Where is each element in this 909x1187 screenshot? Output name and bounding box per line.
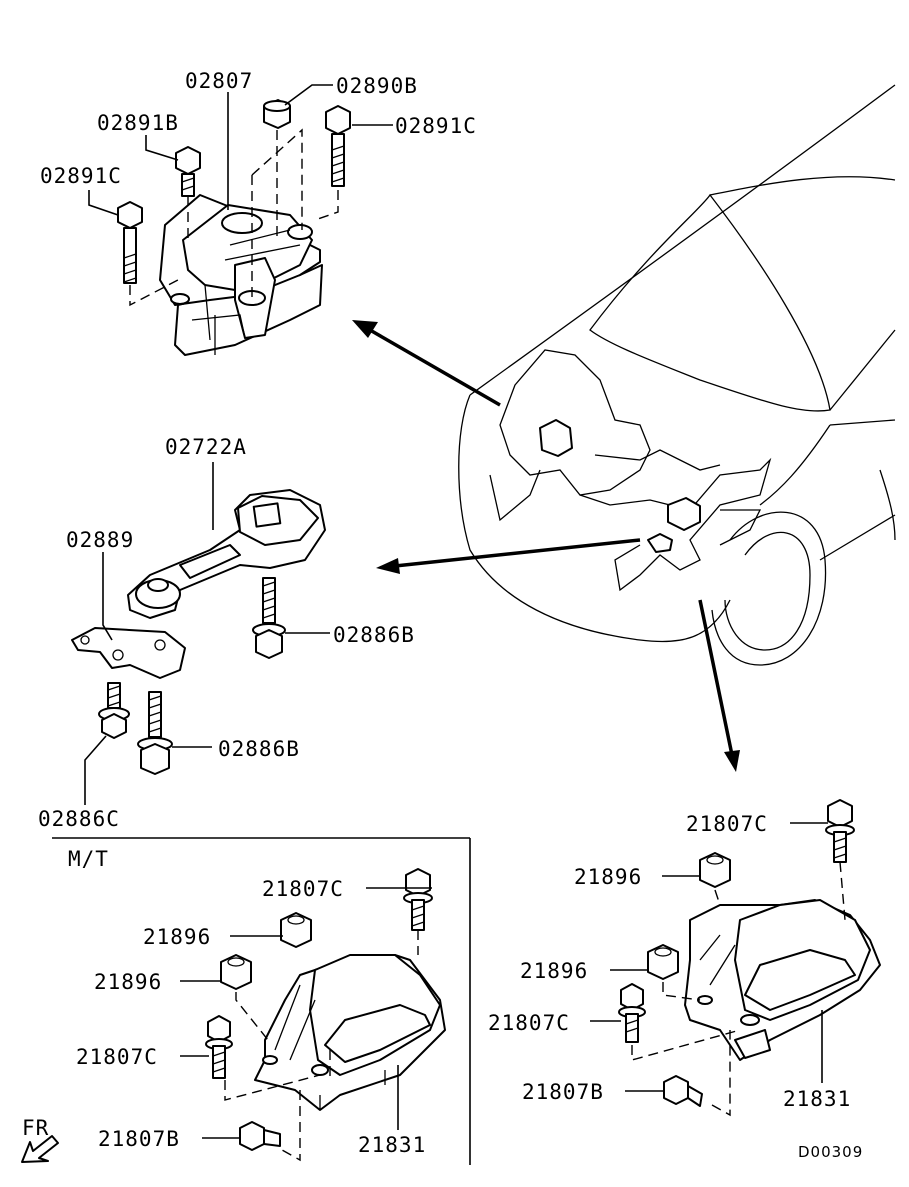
dash-guides-top <box>129 128 339 307</box>
bolt-21807B <box>663 1075 703 1107</box>
bolt-21807C-mid <box>618 983 646 1043</box>
engine-frame-outline <box>489 349 772 592</box>
label-21896-a: 21896 <box>574 865 642 889</box>
label-02807: 02807 <box>185 69 253 93</box>
direction-label-fr: FR <box>22 1116 49 1140</box>
label-02886B-upper: 02886B <box>333 623 415 647</box>
label-02886B-lower: 02886B <box>218 737 300 761</box>
leader-arrows <box>352 320 740 772</box>
label-02891B: 02891B <box>97 111 179 135</box>
diagram-id: D00309 <box>798 1143 863 1161</box>
label-mt-21807C-top: 21807C <box>262 877 344 901</box>
variant-label-mt: M/T <box>68 847 109 871</box>
bolt-02891C-left <box>117 201 143 284</box>
transmission-mount-21831 <box>684 899 881 1061</box>
mt-bolt-21807C-top <box>403 868 433 931</box>
bolt-02891C-top <box>325 105 351 187</box>
label-21807B: 21807B <box>522 1080 604 1104</box>
upper-engine-mount-assembly <box>159 194 323 356</box>
bolt-21807C-top <box>825 799 855 863</box>
label-mt-21807C-mid: 21807C <box>76 1045 158 1069</box>
mt-variant-frame <box>52 837 471 1165</box>
label-02891C-top: 02891C <box>395 114 477 138</box>
bolt-02890B <box>263 99 291 129</box>
label-02722A: 02722A <box>165 435 247 459</box>
label-mt-21807B: 21807B <box>98 1127 180 1151</box>
label-21807C-mid: 21807C <box>488 1011 570 1035</box>
bolt-02886B-lower <box>137 691 173 775</box>
dash-guides-right <box>631 861 846 1117</box>
front-direction-arrow-icon <box>21 1135 59 1163</box>
bolt-02886B-upper <box>252 577 286 659</box>
mt-transmission-mount-21831 <box>254 954 446 1111</box>
bracket-02889 <box>71 627 186 679</box>
label-21896-b: 21896 <box>520 959 588 983</box>
label-02891C-left: 02891C <box>40 164 122 188</box>
label-02886C: 02886C <box>38 807 120 831</box>
nut-21896-a <box>699 852 731 888</box>
mt-dash-guides <box>224 930 419 1162</box>
mt-bolt-21807B <box>239 1121 281 1151</box>
mt-bolt-21807C-mid <box>205 1015 233 1079</box>
car-body-outline <box>458 84 896 666</box>
nut-21896-b <box>647 944 679 980</box>
label-02890B: 02890B <box>336 74 418 98</box>
label-mt-21896-a: 21896 <box>143 925 211 949</box>
label-21807C-top: 21807C <box>686 812 768 836</box>
roll-stopper-02722A <box>127 489 326 619</box>
mt-nut-21896-a <box>280 912 312 948</box>
label-mt-21831: 21831 <box>358 1133 426 1157</box>
callout-leaders <box>84 84 828 1139</box>
bolt-02886C <box>98 682 130 739</box>
label-21831: 21831 <box>783 1087 851 1111</box>
label-02889: 02889 <box>66 528 134 552</box>
label-mt-21896-b: 21896 <box>94 970 162 994</box>
bolt-02891B <box>175 146 201 197</box>
mt-nut-21896-b <box>220 954 252 990</box>
